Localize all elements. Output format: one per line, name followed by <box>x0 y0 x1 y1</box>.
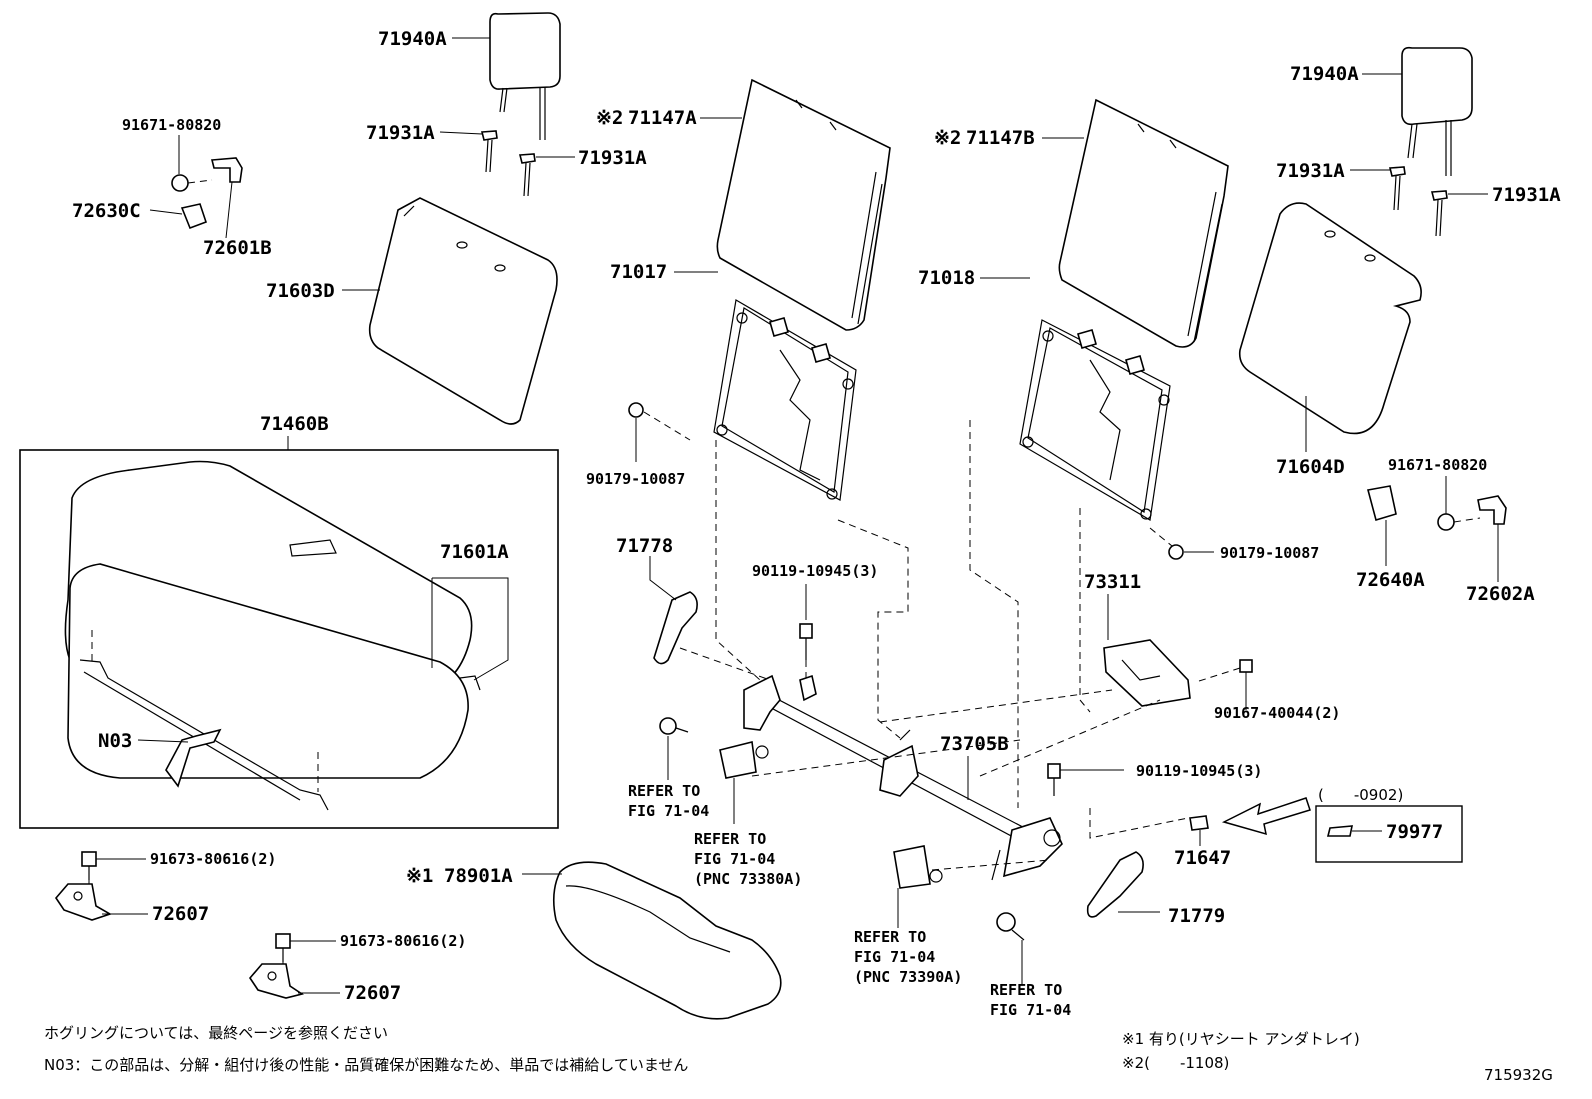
label-72630C: 72630C <box>72 200 141 222</box>
diagram-code: 715932G <box>1484 1066 1553 1084</box>
label-73705B: 73705B <box>940 733 1009 755</box>
label-90179-10087-right: 90179-10087 <box>1220 544 1319 562</box>
refer-2-line-3: (PNC 73380A) <box>694 870 802 888</box>
label-90167-40044: 90167-40044(2) <box>1214 704 1340 722</box>
seatback-cover-left <box>716 78 891 331</box>
arrow-to-79977 <box>1221 797 1311 836</box>
bracket-72607-b <box>248 963 304 999</box>
bolt-90167 <box>1195 659 1253 683</box>
mark-2-a: ※2 <box>596 107 623 129</box>
bolt-90119-a <box>799 623 813 660</box>
label-73311: 73311 <box>1084 571 1141 593</box>
label-71931A-1: 71931A <box>366 122 435 144</box>
label-71779: 71779 <box>1168 905 1225 927</box>
label-71647: 71647 <box>1174 847 1231 869</box>
headrest-right <box>1401 46 1473 176</box>
inset-box-79977 <box>1315 805 1463 863</box>
lever-71778 <box>653 591 698 665</box>
label-71940A-left: 71940A <box>378 28 447 50</box>
seatback-cover-right <box>1058 98 1229 348</box>
label-71604D: 71604D <box>1276 456 1345 478</box>
seatback-frame-left <box>713 299 857 501</box>
label-71147A: 71147A <box>628 107 697 129</box>
bracket-73311 <box>1103 639 1191 707</box>
label-71931A-4: 71931A <box>1492 184 1561 206</box>
headrest-guide-left-2 <box>518 153 536 197</box>
bolt-91673-b <box>275 933 291 962</box>
label-71931A-3: 71931A <box>1276 160 1345 182</box>
footnote-2: ※2( -1108) <box>1122 1054 1229 1072</box>
label-72602A: 72602A <box>1466 583 1535 605</box>
assembly-dashed-lines <box>679 420 1189 871</box>
refer-1-line-1: REFER TO <box>628 782 700 800</box>
label-91673-80616-a: 91673-80616(2) <box>150 850 276 868</box>
label-72607-a: 72607 <box>152 903 209 925</box>
refer-1-line-2: FIG 71-04 <box>628 802 709 820</box>
note-N03: N03：この部品は、分解・組付け後の性能・品質確保が困難なため、単品では補給して… <box>44 1056 688 1074</box>
label-91671-80820-left: 91671-80820 <box>122 116 221 134</box>
striker-72601B <box>210 157 243 183</box>
footnote-1: ※1 有り(リヤシート アンダトレイ) <box>1122 1030 1360 1048</box>
label-72640A: 72640A <box>1356 569 1425 591</box>
cover-72640A <box>1367 485 1397 522</box>
under-tray-78901A <box>552 861 782 1020</box>
headrest-guide-left-1 <box>480 130 498 173</box>
refer-3-line-3: (PNC 73390A) <box>854 968 962 986</box>
label-71940A-right: 71940A <box>1290 63 1359 85</box>
label-71931A-2: 71931A <box>578 147 647 169</box>
refer-2-line-1: REFER TO <box>694 830 766 848</box>
note-hog-ring: ホグリングについては、最終ページを参照ください <box>44 1024 388 1042</box>
lever-71779 <box>1086 851 1144 918</box>
label-71147B: 71147B <box>966 127 1035 149</box>
refer-2-line-2: FIG 71-04 <box>694 850 775 868</box>
label-90119-10945-a: 90119-10945(3) <box>752 562 878 580</box>
bolt-91671-right <box>1437 513 1481 531</box>
seatback-pad-right <box>1238 202 1422 435</box>
mark-2-b: ※2 <box>934 127 961 149</box>
label-79977: 79977 <box>1386 821 1443 843</box>
assembly-box-71460B <box>19 449 559 829</box>
label-78901A: 78901A <box>444 865 513 887</box>
bolt-91673-a <box>81 851 97 880</box>
striker-72602A <box>1477 495 1507 525</box>
buckle-left <box>659 717 769 779</box>
label-71460B: 71460B <box>260 413 329 435</box>
label-91673-80616-b: 91673-80616(2) <box>340 932 466 950</box>
refer-4-line-2: FIG 71-04 <box>990 1001 1071 1019</box>
label-72601B: 72601B <box>203 237 272 259</box>
buckle-right <box>893 845 943 889</box>
anchor-bolt <box>996 912 1025 941</box>
part-79977-icon <box>1326 825 1353 837</box>
cover-72630C <box>180 203 208 230</box>
label-71603D: 71603D <box>266 280 335 302</box>
bolt-90119-b <box>1047 763 1061 796</box>
clip-71647 <box>1189 815 1209 831</box>
label-N03: N03 <box>98 730 132 752</box>
bolt-91671-left <box>171 174 213 192</box>
label-71601A: 71601A <box>440 541 509 563</box>
range-label-0902: ( -0902) <box>1318 786 1403 804</box>
bracket-72607-a <box>54 883 112 921</box>
seatback-frame-right <box>1019 319 1171 521</box>
seat-frame-wire <box>79 659 329 811</box>
headrest-left <box>489 12 561 140</box>
label-90179-10087-left: 90179-10087 <box>586 470 685 488</box>
nut-90179-right <box>1168 544 1184 560</box>
headrest-guide-right-2 <box>1430 190 1448 237</box>
label-71018: 71018 <box>918 267 975 289</box>
refer-3-line-1: REFER TO <box>854 928 926 946</box>
label-71017: 71017 <box>610 261 667 283</box>
label-72607-b: 72607 <box>344 982 401 1004</box>
label-90119-10945-b: 90119-10945(3) <box>1136 762 1262 780</box>
headrest-guide-right-1 <box>1388 166 1406 211</box>
seat-cushion-pad <box>67 563 481 779</box>
label-91671-80820-right: 91671-80820 <box>1388 456 1487 474</box>
refer-3-line-2: FIG 71-04 <box>854 948 935 966</box>
refer-4-line-1: REFER TO <box>990 981 1062 999</box>
mark-1: ※1 <box>406 865 433 887</box>
seatback-pad-left <box>368 197 558 425</box>
nut-90179-left <box>628 402 644 418</box>
label-71778: 71778 <box>616 535 673 557</box>
